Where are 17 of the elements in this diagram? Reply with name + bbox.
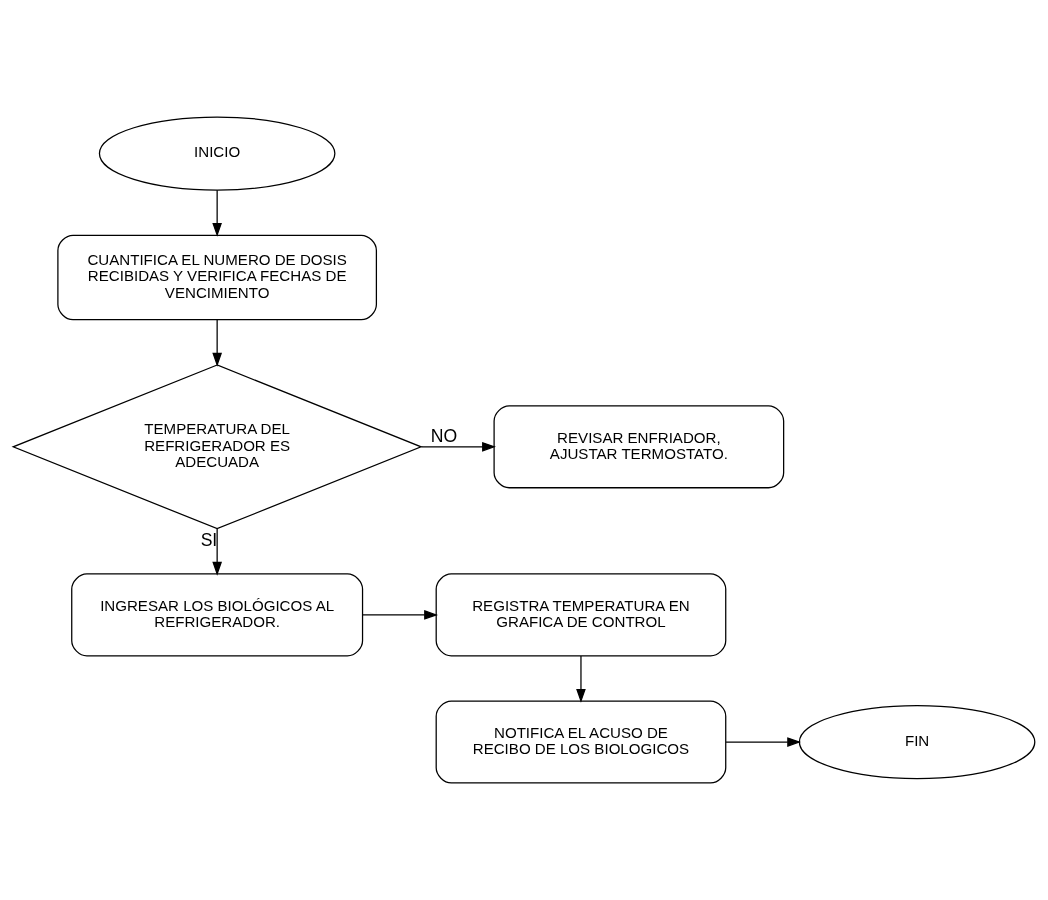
arrow	[212, 319, 222, 367]
arrow	[576, 655, 586, 703]
arrow	[212, 189, 222, 237]
edge-label: NO	[430, 426, 458, 447]
arrow	[362, 610, 438, 620]
node-ellipse: INICIO	[98, 116, 336, 191]
node-box: NOTIFICA EL ACUSO DE RECIBO DE LOS BIOLOGICOS	[435, 700, 727, 784]
arrow	[725, 737, 802, 747]
node-box: REVISAR ENFRIADOR, AJUSTAR TERMOSTATO.	[493, 405, 785, 489]
node-ellipse: FIN	[798, 704, 1036, 780]
node-box: REGISTRA TEMPERATURA EN GRAFICA DE CONTROL	[435, 573, 727, 657]
arrow	[420, 442, 496, 452]
arrow	[212, 528, 222, 576]
node-box: INGRESAR LOS BIOLÓGICOS AL REFRIGERADOR.	[71, 573, 364, 657]
node-box: CUANTIFICA EL NUMERO DE DOSIS RECIBIDAS Y VERIFICA FECHAS DE VENCIMIENTO	[57, 234, 377, 321]
edge-label: SI	[200, 530, 218, 551]
node-diamond: TEMPERATURA DEL REFRIGERADOR ES ADECUADA	[11, 364, 423, 530]
